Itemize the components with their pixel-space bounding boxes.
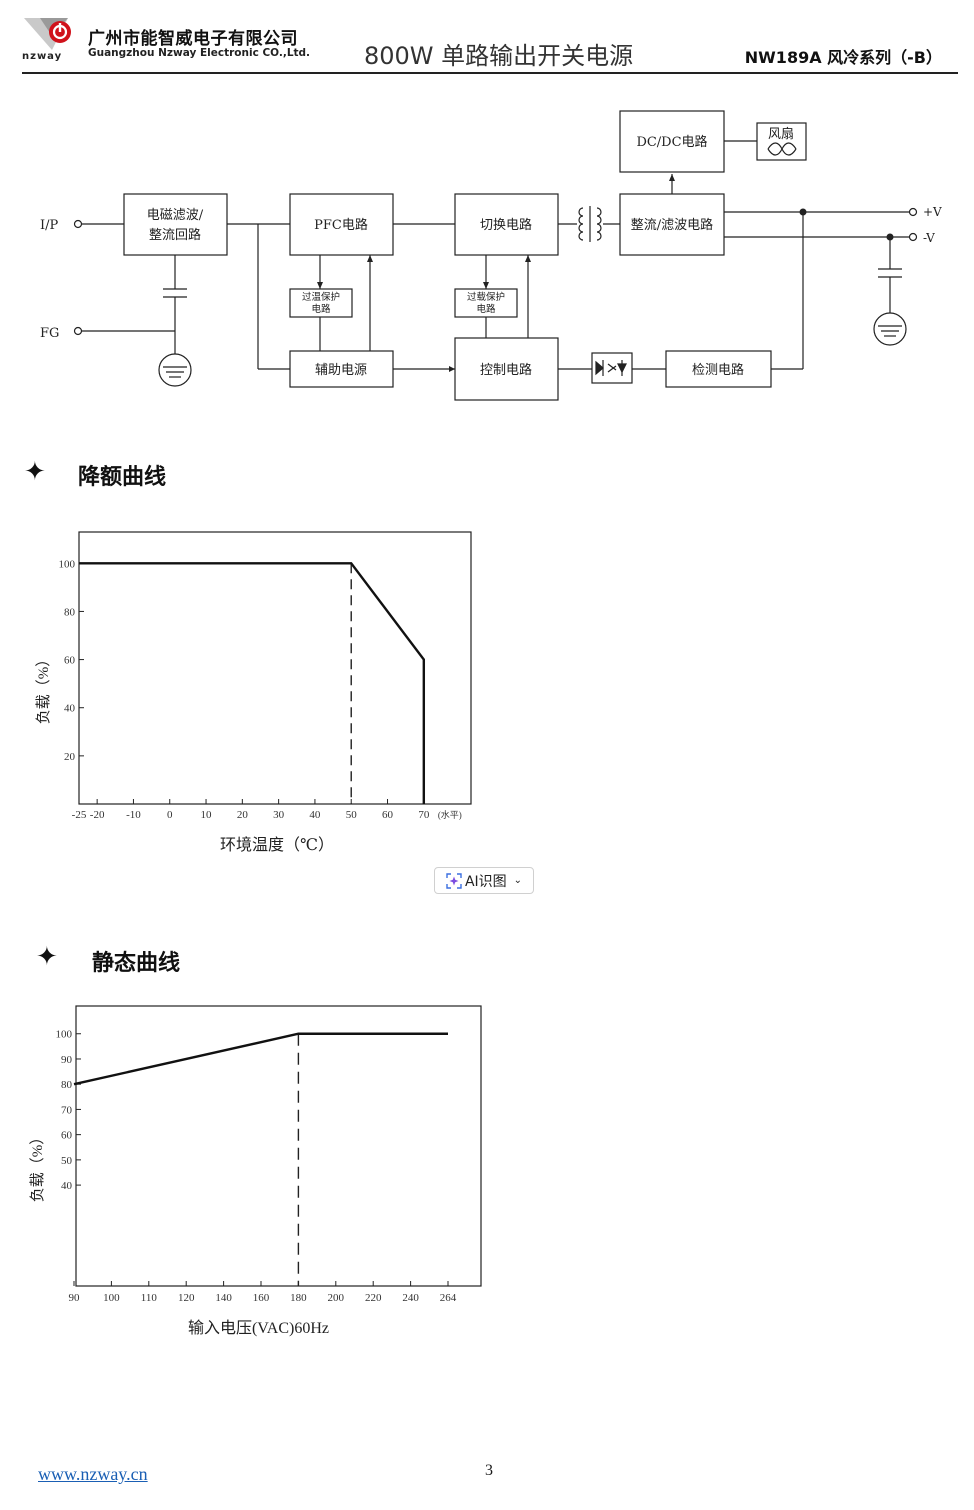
- y-tick-label: 40: [61, 1180, 73, 1192]
- ip-label: I/P: [40, 218, 59, 233]
- dcdc-label: DC/DC电路: [636, 134, 707, 150]
- ai-image-recognition-button[interactable]: AI识图 ⌄: [434, 867, 534, 894]
- olp-label-1: 过载保护: [467, 291, 505, 303]
- block-diagram: I/P FG 电磁滤波/ 整流回路 PFC电路 切换电路 整流/滤波电路 DC/…: [40, 110, 942, 401]
- y-tick-label: 100: [59, 558, 76, 570]
- x-axis-title: 环境温度（℃）: [220, 835, 334, 854]
- y-tick-label: 80: [61, 1079, 73, 1091]
- detect-label: 检测电路: [692, 362, 744, 378]
- company-name-en: Guangzhou Nzway Electronic CO.,Ltd.: [88, 47, 311, 59]
- emi-label-1: 电磁滤波/: [147, 208, 204, 223]
- aux-label: 辅助电源: [315, 363, 367, 378]
- x-tick-label: 160: [253, 1292, 270, 1304]
- derating-curve: [79, 562, 426, 804]
- x-tick-label: 180: [290, 1292, 307, 1304]
- x-tick-label: -20: [90, 809, 105, 821]
- x-tick-label: 90: [69, 1292, 81, 1304]
- x-tick-label: 60: [382, 809, 394, 821]
- x-unit-note: (水平): [438, 809, 462, 820]
- y-tick-label: 90: [61, 1054, 73, 1066]
- x-tick-label: -10: [126, 809, 141, 821]
- section-star-icon: ✦: [24, 457, 46, 487]
- x-tick-label: 0: [167, 809, 173, 821]
- x-axis-title: 输入电压(VAC)60Hz: [188, 1319, 329, 1337]
- otp-label-1: 过温保护: [302, 291, 340, 303]
- static-chart: 100 90 80 70 60 50 40 90 100 110 120 140 160 180 200 22…: [29, 1005, 482, 1337]
- ai-button-label: AI识图: [464, 873, 507, 890]
- otp-block: [289, 288, 353, 318]
- x-tick-label: 40: [309, 809, 321, 821]
- static-curve: [73, 1032, 448, 1086]
- y-tick-label: 60: [64, 655, 76, 667]
- pfc-label: PFC电路: [314, 217, 368, 233]
- plot-frame: [75, 1005, 482, 1287]
- x-tick-label: 140: [215, 1292, 232, 1304]
- x-tick-label: 10: [201, 809, 213, 821]
- rectifier-label: 整流/滤波电路: [631, 217, 713, 233]
- output-pos-label: +V: [923, 205, 942, 219]
- company-logo-mark: [24, 18, 71, 50]
- section-star-icon: ✦: [36, 942, 58, 972]
- x-tick-label: 20: [237, 809, 249, 821]
- plot-frame: [78, 531, 472, 805]
- header-divider: [22, 72, 958, 74]
- footer-website-link[interactable]: www.nzway.cn: [38, 1464, 148, 1484]
- x-tick-label: -25: [72, 809, 87, 821]
- chevron-down-icon: ⌄: [513, 875, 523, 886]
- control-label: 控制电路: [480, 362, 532, 378]
- fg-label: FG: [40, 326, 59, 341]
- y-axis-title: 负载（%）: [29, 1130, 46, 1203]
- logo-wordmark: nzway: [22, 51, 63, 62]
- y-tick-label: 80: [64, 606, 76, 618]
- static-section-title: 静态曲线: [92, 951, 181, 976]
- ai-sparkle-icon: [446, 872, 462, 889]
- y-tick-label: 60: [61, 1130, 73, 1142]
- otp-label-2: 电路: [311, 303, 331, 315]
- emi-filter-block: [123, 193, 228, 256]
- switch-label: 切换电路: [480, 217, 532, 233]
- emi-label-2: 整流回路: [149, 227, 201, 243]
- x-tick-label: 70: [418, 809, 430, 821]
- x-tick-label: 200: [328, 1292, 345, 1304]
- optocoupler-block: [591, 352, 633, 384]
- y-tick-label: 100: [56, 1029, 73, 1041]
- x-tick-label: 264: [440, 1292, 457, 1304]
- fan-label: 风扇: [768, 126, 794, 142]
- x-tick-label: 120: [178, 1292, 195, 1304]
- y-tick-label: 20: [64, 751, 76, 763]
- derating-section-title: 降额曲线: [78, 465, 167, 490]
- x-tick-label: 100: [103, 1292, 120, 1304]
- olp-label-2: 电路: [476, 303, 496, 315]
- y-tick-label: 50: [61, 1155, 73, 1167]
- product-series: NW189A 风冷系列（-B）: [744, 48, 942, 67]
- x-tick-label: 110: [141, 1292, 158, 1304]
- y-tick-label: 40: [64, 703, 76, 715]
- x-tick-label: 240: [402, 1292, 419, 1304]
- x-tick-label: 220: [365, 1292, 382, 1304]
- company-name-cn: 广州市能智威电子有限公司: [88, 29, 298, 49]
- x-tick-label: 50: [346, 809, 358, 821]
- page-number: 3: [485, 1462, 493, 1479]
- y-axis-title: 负载（%）: [35, 652, 52, 725]
- derating-chart: 100 80 60 40 20 -25-20 -10 0 10 20 30 40 50 60 70 (水平) 环…: [35, 531, 472, 854]
- output-neg-label: -V: [923, 231, 935, 245]
- y-tick-label: 70: [61, 1104, 73, 1116]
- document-title: 800W 单路输出开关电源: [364, 42, 634, 70]
- x-tick-label: 30: [273, 809, 285, 821]
